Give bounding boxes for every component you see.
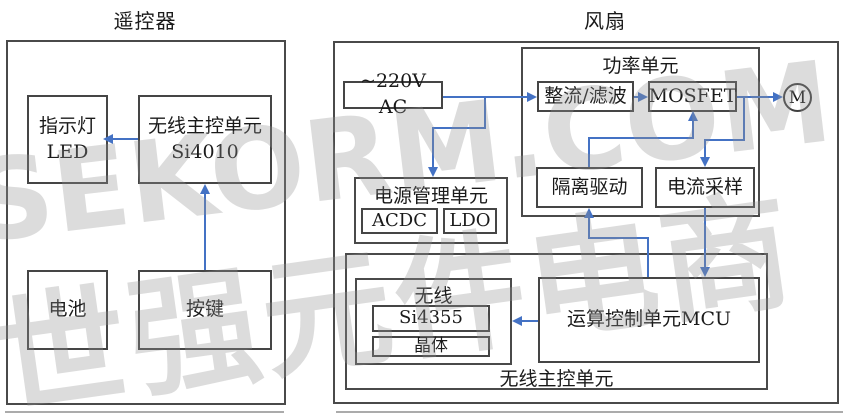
battery-box: 电池: [27, 270, 108, 350]
power-unit-box: [521, 47, 760, 217]
crystal-label: 晶体: [414, 336, 448, 357]
fan-title: 风扇: [584, 9, 626, 33]
arrow-ac-to-pm-unit: [428, 167, 438, 177]
line-motor-branch-h: [704, 139, 745, 141]
line-isolation-to-mosfet-h: [588, 137, 694, 139]
arrow-isolation-to-mosfet: [688, 111, 698, 121]
arrow-rectifier-to-mosfet: [638, 92, 648, 102]
acdc-box: ACDC: [361, 208, 438, 234]
crystal-box: 晶体: [372, 336, 490, 357]
led-box: 指示灯 LED: [27, 95, 108, 184]
rectifier-filter-label: 整流/滤波: [544, 84, 627, 107]
ac-input-box: ~220V AC: [343, 70, 443, 118]
remote-title: 遥控器: [113, 9, 177, 33]
arrow-current-to-mcu: [700, 267, 710, 277]
arrow-button-to-si4010: [200, 184, 210, 194]
mcu-box: 运算控制单元MCU: [538, 277, 760, 363]
line-ac-to-rectifier: [443, 96, 529, 98]
line-isolation-to-mosfet-v2: [692, 120, 694, 139]
line-mcu-to-isolation-v2: [588, 216, 590, 239]
fan-box-shadow: [336, 411, 843, 413]
si4010-label-cn: 无线主控单元: [147, 114, 262, 137]
power-unit-label: 功率单元: [602, 55, 679, 77]
led-label-cn: 指示灯: [38, 114, 96, 137]
rectifier-filter-box: 整流/滤波: [537, 81, 634, 112]
line-ac-branch-h: [432, 127, 486, 129]
arrow-mcu-to-isolation: [584, 208, 594, 218]
wireless-box: [355, 278, 512, 365]
line-button-to-si4010: [204, 192, 206, 270]
acdc-label: ACDC: [372, 209, 427, 231]
line-mosfet-to-motor: [737, 96, 777, 98]
ldo-label: LDO: [449, 209, 491, 231]
si4355-box: Si4355: [372, 305, 490, 332]
line-ac-branch-v2: [432, 127, 434, 168]
arrow-ac-to-rectifier: [527, 92, 537, 102]
line-mcu-to-isolation-v1: [647, 237, 649, 277]
arrow-mosfet-to-motor: [773, 92, 783, 102]
arrow-si4010-to-led: [103, 134, 113, 144]
arrow-to-current-sampling: [700, 157, 710, 167]
line-current-to-mcu: [704, 208, 706, 268]
motor-circle: M: [783, 83, 812, 112]
line-mcu-to-isolation-h: [588, 237, 649, 239]
arrow-mcu-to-wireless: [512, 316, 522, 326]
ldo-box: LDO: [443, 208, 497, 234]
si4010-box: 无线主控单元 Si4010: [138, 95, 272, 184]
mosfet-label: MOSFET: [648, 84, 737, 107]
line-ac-branch-v1: [484, 96, 486, 129]
si4010-label-part: Si4010: [171, 140, 239, 163]
line-motor-branch-v2: [704, 139, 706, 159]
remote-outer-box: [6, 40, 286, 405]
line-si4010-to-led: [112, 138, 138, 140]
line-isolation-to-mosfet-v1: [588, 137, 590, 167]
pm-unit-box: [354, 177, 508, 244]
current-sampling-box: 电流采样: [655, 167, 755, 208]
line-mcu-to-wireless: [520, 320, 538, 322]
wireless-label: 无线: [414, 285, 453, 307]
button-box: 按键: [138, 270, 272, 350]
ac-input-label: ~220V AC: [360, 70, 426, 118]
isolation-drive-label: 隔离驱动: [551, 175, 628, 198]
remote-box-shadow: [5, 411, 284, 413]
si4355-label: Si4355: [399, 307, 463, 329]
line-motor-branch-v1: [743, 96, 745, 141]
led-label-en: LED: [46, 140, 89, 163]
battery-label: 电池: [48, 298, 87, 321]
mcu-label: 运算控制单元MCU: [566, 308, 731, 331]
current-sampling-label: 电流采样: [666, 175, 743, 198]
button-label: 按键: [185, 298, 224, 321]
wireless-unit-label: 无线主控单元: [499, 368, 614, 390]
fan-outer-box: [333, 41, 839, 404]
isolation-drive-box: 隔离驱动: [536, 167, 643, 208]
motor-label: M: [788, 87, 807, 108]
pm-unit-label: 电源管理单元: [373, 185, 488, 207]
mosfet-box: MOSFET: [648, 81, 737, 112]
wireless-unit-box: [345, 253, 768, 390]
